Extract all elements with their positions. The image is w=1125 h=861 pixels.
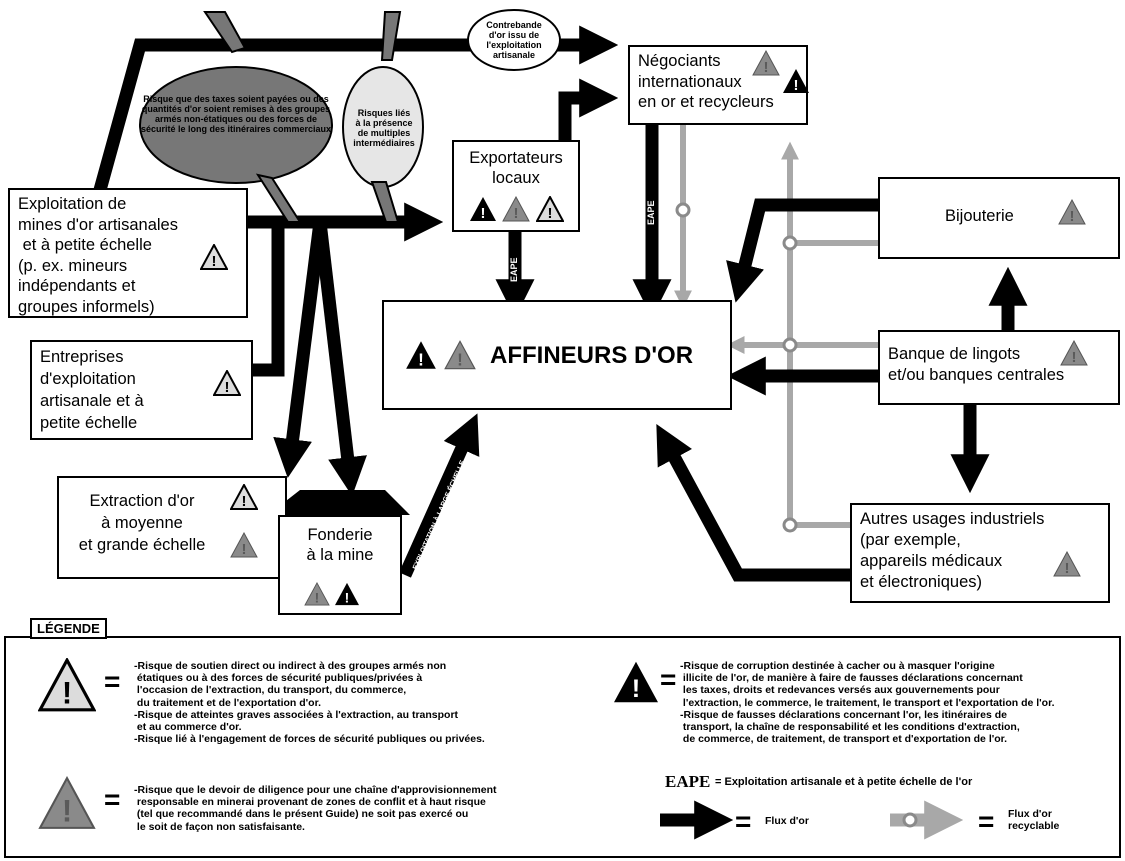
svg-text:!: ! [794,77,799,94]
recycle-icon [782,337,798,353]
svg-text:!: ! [345,589,350,605]
annotation-intermediaries: Risques liés à la présence de multiples … [353,108,415,148]
node-jewellery: Bijouterie [878,177,1120,259]
recycle-icon [902,812,918,828]
legend-gold-flow-label: Flux d'or [765,815,809,827]
node-label: Négociants internationaux en or et recyc… [638,52,774,111]
flow-industrial-refiners [656,423,850,582]
legend-title: LÉGENDE [30,618,107,639]
risk-icon-grey: ! [1053,551,1081,577]
legend-equals: = [660,664,677,695]
risk-icon-grey: ! [444,340,476,370]
node-label: Entreprises d'exploitation artisanale et… [40,348,144,432]
flow-exporters-traders [558,78,619,140]
gold-flows [93,25,1028,582]
flow-enterprises [253,222,285,377]
annotation-taxes: Risque que des taxes soient payées ou de… [140,94,332,134]
legend-risk-icon-light: ! [38,658,96,712]
recycle-icons [675,202,798,533]
legend-equals: = [104,784,121,815]
node-label: Bijouterie [945,207,1014,225]
svg-text:!: ! [457,349,463,369]
risk-icon-grey: ! [1058,199,1086,225]
flow-jewellery-refiners [726,198,878,303]
node-industrial: Autres usages industriels (par exemple, … [850,503,1110,603]
legend-eape-abbr: EAPE [665,772,711,791]
svg-text:!: ! [764,59,769,76]
svg-text:!: ! [315,589,320,605]
legend-grey-risk-text: -Risque que le devoir de diligence pour … [134,784,497,833]
recycle-icon [782,235,798,251]
recycle-icon [675,202,691,218]
recycle-icon [782,517,798,533]
legend-equals: = [104,666,121,697]
legend-recyclable-flow-label: Flux d'or recyclable [1008,808,1060,833]
risk-icon-grey: ! [752,50,780,76]
node-banks: Banque de lingots et/ou banques centrale… [878,330,1120,405]
risk-bubble-taxes [139,66,333,184]
risk-icon-light: ! [200,244,228,270]
pointer [370,181,400,223]
risk-icon-light: ! [536,196,564,222]
svg-text:!: ! [632,675,640,703]
flow-label-eape: EAPE [509,257,519,282]
flow-to-medium-large [273,221,327,479]
svg-text:!: ! [242,541,247,558]
node-label: Autres usages industriels (par exemple, … [860,510,1045,591]
svg-text:!: ! [212,253,217,270]
flow-to-smelter [313,221,367,497]
node-label: Fonderie à la mine [306,526,374,564]
risk-icon-light: ! [230,484,258,510]
svg-text:!: ! [225,379,230,396]
node-label: Exploitation de mines d'or artisanales e… [18,195,178,316]
svg-text:!: ! [481,205,486,222]
legend-equals: = [735,806,752,837]
node-asm-mines: Exploitation de mines d'or artisanales e… [8,188,248,318]
node-label: AFFINEURS D'OR [490,342,694,369]
node-label: Extraction d'or à moyenne et grande éche… [78,492,206,554]
legend-eape-definition: = Exploitation artisanale et à petite éc… [715,776,973,788]
flow-label-eape: EAPE [646,200,656,225]
risk-bubble-contraband [467,9,561,71]
legend-dark-risk-text: -Risque de corruption destinée à cacher … [680,660,1055,746]
svg-text:!: ! [548,205,553,222]
flow-smelter-refiners [399,413,480,578]
pointer [380,11,402,61]
node-label: Exportateurs locaux [469,149,563,187]
legend-equals: = [978,806,995,837]
annotation-contraband: Contrebande d'or issu de l'exploitation … [486,20,542,60]
risk-icon-grey: ! [230,532,258,558]
legend-risk-icon-grey: ! [38,776,96,829]
risk-icon-dark: ! [406,341,436,369]
svg-text:!: ! [62,676,72,711]
svg-text:!: ! [1065,560,1070,577]
legend-light-risk-text: -Risque de soutien direct ou indirect à … [134,660,485,746]
node-label: Banque de lingots et/ou banques centrale… [888,345,1065,384]
risk-icon-dark: ! [335,582,359,605]
risk-icon-grey: ! [502,196,530,222]
svg-text:!: ! [62,794,72,829]
risk-icon-grey: ! [1060,340,1088,366]
svg-text:!: ! [514,205,519,222]
svg-text:!: ! [1072,349,1077,366]
legend-risk-icon-dark: ! [614,661,658,703]
pointer [255,173,302,223]
node-refiners: AFFINEURS D'OR [382,300,732,410]
flow-contraband [93,25,619,192]
risk-icon-grey: ! [304,582,330,606]
pointer [203,11,247,54]
svg-text:!: ! [418,349,424,369]
smelter-roof [268,490,410,515]
risk-icon-light: ! [213,370,241,396]
risk-pointers [203,11,402,223]
risk-icon-dark: ! [783,69,809,94]
node-traders: Négociants internationaux en or et recyc… [628,45,808,125]
svg-text:!: ! [242,493,247,510]
risk-icon-dark: ! [470,197,496,222]
svg-text:!: ! [1070,208,1075,225]
